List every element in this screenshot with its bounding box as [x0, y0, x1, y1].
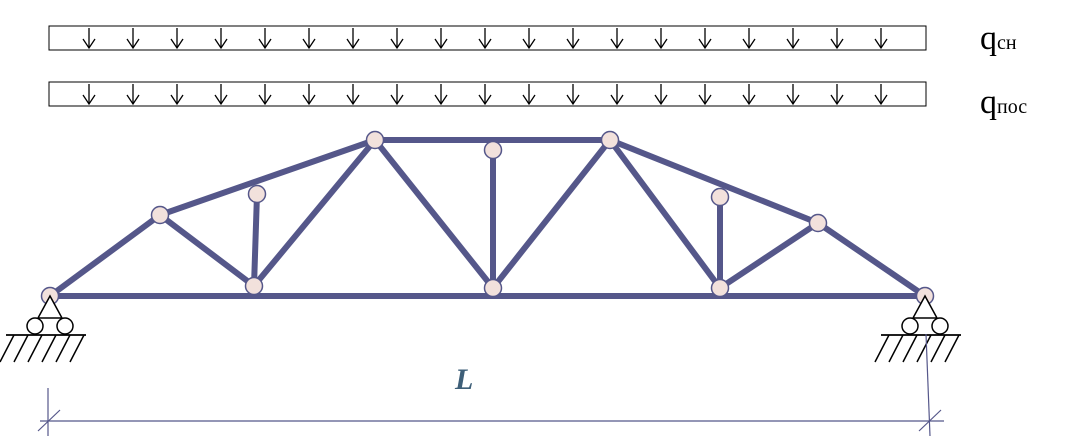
left-support-roller — [26, 317, 44, 335]
right-support-ground-hatch — [874, 334, 890, 363]
truss-node — [710, 278, 730, 298]
distributed-loads — [48, 25, 927, 107]
span-dimension — [37, 333, 944, 437]
permanent-load-band — [48, 81, 927, 107]
permanent-load-symbol: q — [980, 84, 997, 121]
permanent-load-arrow-head — [82, 94, 96, 106]
permanent-load-label: qпос — [980, 84, 1027, 122]
snow-load-arrow-head — [126, 38, 140, 50]
permanent-load-arrow-head — [390, 94, 404, 106]
snow-load-label: qсн — [980, 20, 1017, 58]
permanent-load-arrow-head — [434, 94, 448, 106]
truss-node — [483, 278, 503, 298]
top-chord-member — [157, 137, 378, 218]
span-length-label: L — [455, 363, 474, 396]
permanent-load-arrow-head — [742, 94, 756, 106]
permanent-load-arrow-head — [566, 94, 580, 106]
left-support-ground-hatch — [55, 334, 71, 363]
permanent-load-arrow-head — [786, 94, 800, 106]
permanent-load-arrow-head — [258, 94, 272, 106]
dimension-tick — [37, 409, 61, 432]
snow-load-arrow-head — [874, 38, 888, 50]
truss-nodes — [40, 130, 935, 306]
left-support-ground-hatch — [69, 334, 85, 363]
permanent-load-arrow-head — [522, 94, 536, 106]
permanent-load-arrow-head — [126, 94, 140, 106]
permanent-load-arrow-head — [654, 94, 668, 106]
right-support-pin-triangle — [911, 294, 939, 319]
right-support-ground-hatch — [888, 334, 904, 363]
permanent-load-arrow-head — [302, 94, 316, 106]
diagonal-member — [607, 137, 723, 291]
truss-node — [483, 140, 503, 160]
snow-load-arrow-head — [258, 38, 272, 50]
truss-node — [244, 276, 264, 296]
snow-load-arrow-head — [346, 38, 360, 50]
permanent-load-arrow-head — [478, 94, 492, 106]
left-support-pin-triangle — [36, 294, 64, 319]
snow-load-band — [48, 25, 927, 51]
right-support-roller — [931, 317, 949, 335]
diagonal-member — [372, 137, 496, 291]
snow-load-arrow-head — [434, 38, 448, 50]
diagonal-member — [251, 137, 378, 289]
snow-load-arrow-head — [390, 38, 404, 50]
truss-node — [710, 187, 730, 207]
right-support-ground-hatch — [916, 334, 932, 363]
truss-node — [365, 130, 385, 150]
left-support-ground-hatch — [0, 334, 15, 363]
left-support-roller — [56, 317, 74, 335]
snow-load-arrow-head — [214, 38, 228, 50]
snow-load-arrow-head — [566, 38, 580, 50]
left-support-ground-hatch — [41, 334, 57, 363]
supports — [0, 294, 961, 363]
permanent-load-arrow-head — [830, 94, 844, 106]
dimension-tick — [918, 409, 942, 432]
right-support-roller — [901, 317, 919, 335]
permanent-load-arrow-head — [170, 94, 184, 106]
snow-load-subscript: сн — [997, 32, 1017, 54]
truss-node — [150, 205, 170, 225]
permanent-load-arrow-head — [698, 94, 712, 106]
snow-load-arrow-head — [170, 38, 184, 50]
dimension-extension-line — [925, 333, 931, 437]
snow-load-arrow-head — [698, 38, 712, 50]
snow-load-arrow-head — [478, 38, 492, 50]
snow-load-arrow-head — [742, 38, 756, 50]
permanent-load-arrow-head — [346, 94, 360, 106]
right-support-ground-hatch — [930, 334, 946, 363]
permanent-load-subscript: пос — [997, 96, 1028, 118]
truss-node — [600, 130, 620, 150]
left-support-ground-hatch — [13, 334, 29, 363]
snow-load-arrow-head — [610, 38, 624, 50]
left-support-ground-hatch — [27, 334, 43, 363]
snow-load-arrow-head — [522, 38, 536, 50]
top-chord-member — [47, 212, 163, 299]
diagonal-member — [157, 212, 257, 289]
permanent-load-arrow-head — [874, 94, 888, 106]
truss-node — [247, 184, 267, 204]
snow-load-arrow-head — [786, 38, 800, 50]
snow-load-arrow-head — [302, 38, 316, 50]
top-chord-member — [815, 220, 928, 299]
snow-load-symbol: q — [980, 20, 997, 57]
diagonal-member — [717, 220, 821, 291]
permanent-load-arrow-head — [214, 94, 228, 106]
right-support-ground-hatch — [902, 334, 918, 363]
top-chord-member — [607, 137, 821, 226]
right-support-ground-hatch — [944, 334, 960, 363]
snow-load-arrow-head — [82, 38, 96, 50]
permanent-load-arrow-head — [610, 94, 624, 106]
snow-load-arrow-head — [830, 38, 844, 50]
snow-load-arrow-head — [654, 38, 668, 50]
truss-node — [808, 213, 828, 233]
diagonal-member — [490, 137, 613, 291]
vertical-member — [251, 191, 260, 289]
truss-members — [47, 137, 928, 299]
